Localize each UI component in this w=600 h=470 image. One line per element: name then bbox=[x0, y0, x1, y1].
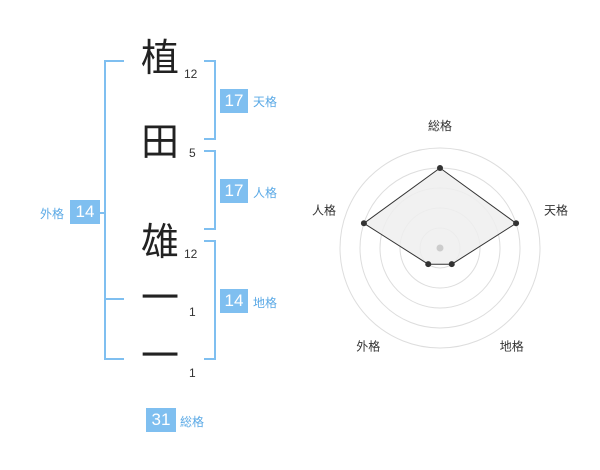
jinkaku-value-badge: 17 bbox=[220, 179, 248, 203]
gaikaku-bracket-vertical bbox=[104, 60, 106, 360]
radar-point-4 bbox=[425, 261, 432, 268]
chikaku-bracket-bottom bbox=[204, 358, 216, 360]
radar-axis-label-4: 外格 bbox=[356, 339, 380, 354]
stroke-count-2: 5 bbox=[189, 146, 196, 160]
radar-axis-label-5: 人格 bbox=[312, 202, 336, 217]
tenkaku-bracket-top bbox=[204, 60, 216, 62]
tenkaku-bracket-bottom bbox=[204, 138, 216, 140]
name-char-3: 雄 bbox=[140, 220, 179, 264]
name-char-4: 一 bbox=[140, 276, 179, 320]
stroke-count-4: 1 bbox=[189, 305, 196, 319]
stroke-count-1: 12 bbox=[184, 67, 198, 81]
stroke-count-3: 12 bbox=[184, 247, 198, 261]
gaikaku-label: 外格 bbox=[40, 207, 65, 221]
jinkaku-bracket-top bbox=[204, 150, 216, 152]
name-char-1: 植 bbox=[140, 36, 179, 80]
radar-axis-label-2: 天格 bbox=[544, 202, 568, 217]
stroke-count-5: 1 bbox=[189, 366, 196, 380]
gaikaku-bracket-mid bbox=[104, 298, 124, 300]
radar-point-3 bbox=[448, 261, 455, 268]
chikaku-bracket-vertical bbox=[214, 240, 216, 360]
radar-point-1 bbox=[437, 165, 443, 171]
tenkaku-bracket-vertical bbox=[214, 60, 216, 140]
radar-data-polygon bbox=[363, 167, 517, 265]
radar-axis-label-1: 総格 bbox=[428, 118, 452, 133]
radar-axis-label-3: 地格 bbox=[500, 339, 524, 354]
name-char-5: 一 bbox=[140, 334, 179, 378]
jinkaku-bracket-vertical bbox=[214, 150, 216, 230]
gaikaku-bracket-bottom bbox=[104, 358, 124, 360]
chikaku-label: 地格 bbox=[253, 296, 278, 310]
chikaku-bracket-top bbox=[204, 240, 216, 242]
jinkaku-bracket-bottom bbox=[204, 228, 216, 230]
radar-point-2 bbox=[513, 220, 520, 227]
gaikaku-bracket-top bbox=[104, 60, 124, 62]
soukaku-value-badge: 31 bbox=[146, 408, 176, 432]
jinkaku-label: 人格 bbox=[253, 186, 278, 200]
radar-center-dot bbox=[436, 244, 444, 252]
gaikaku-value-badge: 14 bbox=[70, 200, 100, 224]
chikaku-value-badge: 14 bbox=[220, 289, 248, 313]
radar-grid-ring-5 bbox=[339, 147, 541, 349]
soukaku-label: 総格 bbox=[180, 415, 205, 429]
gaikaku-connector bbox=[96, 212, 106, 214]
name-char-2: 田 bbox=[140, 120, 179, 164]
tenkaku-label: 天格 bbox=[253, 95, 278, 109]
radar-point-5 bbox=[360, 220, 367, 227]
tenkaku-value-badge: 17 bbox=[220, 89, 248, 113]
